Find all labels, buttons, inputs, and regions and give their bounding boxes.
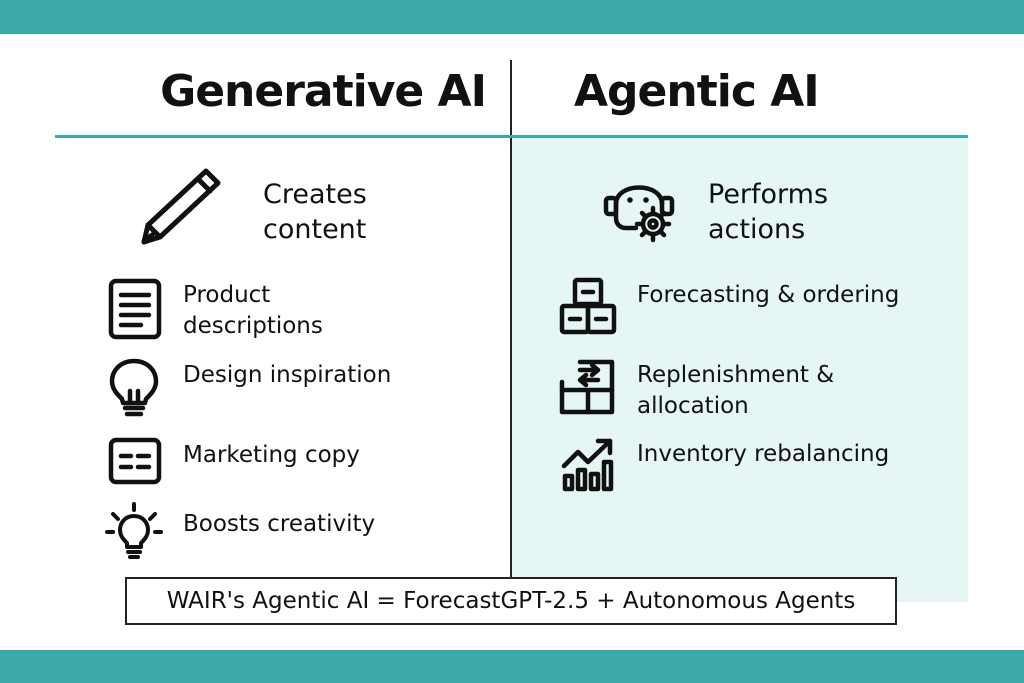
forecasting-ordering-label: Forecasting & ordering [637,282,900,308]
marketing-copy-label: Marketing copy [183,442,360,468]
lightbulb-icon [108,358,160,418]
creates-content-label: Creates content [263,179,367,245]
boosts-creativity-label: Boosts creativity [183,511,376,537]
formula-box: WAIR's Agentic AI = ForecastGPT-2.5 + Au… [125,577,897,625]
replenishment-allocation-label: Replenishment & allocation [637,362,835,419]
robot-gear-icon [602,168,676,244]
design-inspiration-label: Design inspiration [183,362,392,388]
inventory-rebalancing-label: Inventory rebalancing [637,441,890,467]
document-icon [108,278,162,340]
top-band [0,0,1024,34]
pencil-icon [140,165,222,245]
glowing-bulb-icon [104,500,164,560]
copy-block-icon [108,437,162,485]
header-underline [55,135,968,138]
column-divider [510,60,512,578]
generative-ai-heading: Generative AI [160,66,487,117]
product-descriptions-label: Product descriptions [183,282,323,339]
boxes-icon [558,276,618,336]
growth-chart-icon [560,436,616,492]
bottom-band [0,650,1024,683]
agentic-ai-heading: Agentic AI [574,66,820,117]
replenish-arrows-icon [558,358,616,418]
formula-text: WAIR's Agentic AI = ForecastGPT-2.5 + Au… [166,588,856,614]
performs-actions-label: Performs actions [708,179,829,245]
